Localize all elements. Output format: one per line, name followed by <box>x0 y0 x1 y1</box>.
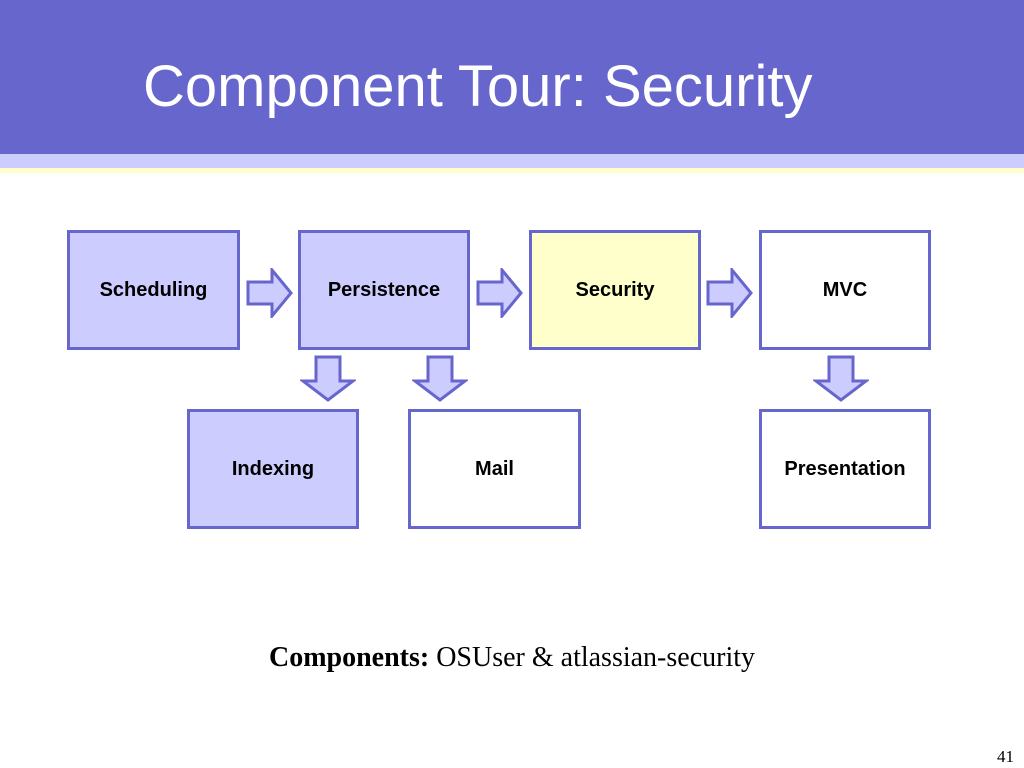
node-mvc: MVC <box>759 230 931 350</box>
caption-label: Components: <box>268 642 430 673</box>
node-presentation: Presentation <box>759 409 931 529</box>
node-label: Security <box>575 278 655 301</box>
node-persistence: Persistence <box>298 230 470 350</box>
arrow-right-icon <box>706 268 753 318</box>
arrow-down-icon <box>813 355 869 402</box>
arrow-right-icon <box>476 268 523 318</box>
node-label: Persistence <box>327 278 441 301</box>
arrow-right-icon <box>246 268 293 318</box>
node-label: MVC <box>822 278 868 301</box>
header-stripe <box>0 154 1024 168</box>
arrow-down-icon <box>412 355 468 402</box>
page-number: 41 <box>997 747 1014 766</box>
arrow-down-icon <box>300 355 356 402</box>
node-scheduling: Scheduling <box>67 230 240 350</box>
caption-text: OSUser & atlassian-security <box>436 642 756 673</box>
node-mail: Mail <box>408 409 581 529</box>
node-label: Indexing <box>231 457 315 480</box>
node-label: Scheduling <box>99 278 208 301</box>
title-bar: Component Tour: Security <box>0 0 1024 154</box>
node-security: Security <box>529 230 701 350</box>
slide-title: Component Tour: Security <box>143 54 813 119</box>
components-caption: Components: OSUser & atlassian-security <box>0 642 1024 674</box>
header-accent-line <box>0 168 1024 173</box>
node-label: Presentation <box>784 457 906 480</box>
node-label: Mail <box>475 457 514 480</box>
node-indexing: Indexing <box>187 409 359 529</box>
